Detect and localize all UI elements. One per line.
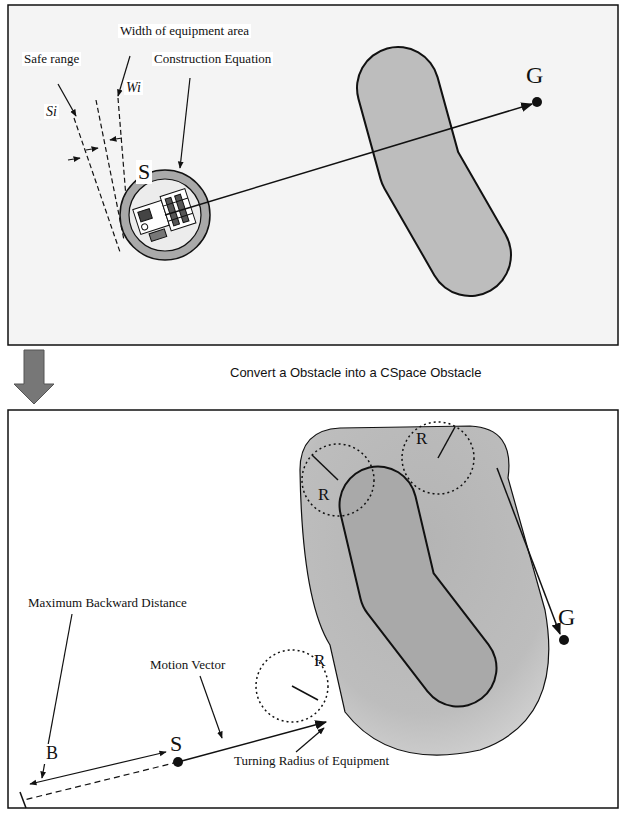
label: Turning Radius of Equipment [232, 754, 391, 768]
label: Si [44, 104, 59, 119]
radius-lines [292, 427, 455, 700]
panel [8, 5, 618, 345]
label: S [168, 732, 184, 756]
label: Construction Equation [152, 52, 273, 66]
start-dot [173, 757, 183, 767]
obstacle [378, 505, 458, 668]
dimension-arrows [58, 56, 190, 168]
label: G [526, 62, 543, 88]
leader-line [296, 728, 324, 752]
label: R [318, 486, 329, 505]
obstacle [398, 88, 470, 255]
label: R [314, 652, 325, 671]
tick [20, 792, 26, 808]
label: S [136, 160, 152, 184]
leader-line [42, 614, 72, 778]
label: Motion Vector [148, 658, 227, 672]
goal-dot [559, 635, 569, 645]
dimension-lines [74, 98, 128, 252]
goal-dot [532, 97, 542, 107]
leader-line [200, 676, 222, 738]
motion-line [165, 104, 532, 215]
label: Maximum Backward Distance [26, 596, 189, 610]
cspace-obstacle [300, 426, 549, 755]
label: G [558, 604, 575, 630]
label: Convert a Obstacle into a CSpace Obstacl… [230, 366, 481, 380]
label: Width of equipment area [118, 24, 251, 38]
label: Safe range [22, 52, 81, 66]
label: Wi [124, 80, 143, 95]
panel [8, 410, 618, 808]
convert-arrow [14, 350, 54, 404]
motion-line [497, 468, 560, 634]
obstacle-outline [398, 88, 470, 255]
equipment-symbol [132, 189, 198, 244]
label: B [44, 744, 60, 764]
label: R [416, 430, 427, 449]
obstacle-outline [378, 505, 458, 668]
turning-circles [256, 422, 474, 722]
